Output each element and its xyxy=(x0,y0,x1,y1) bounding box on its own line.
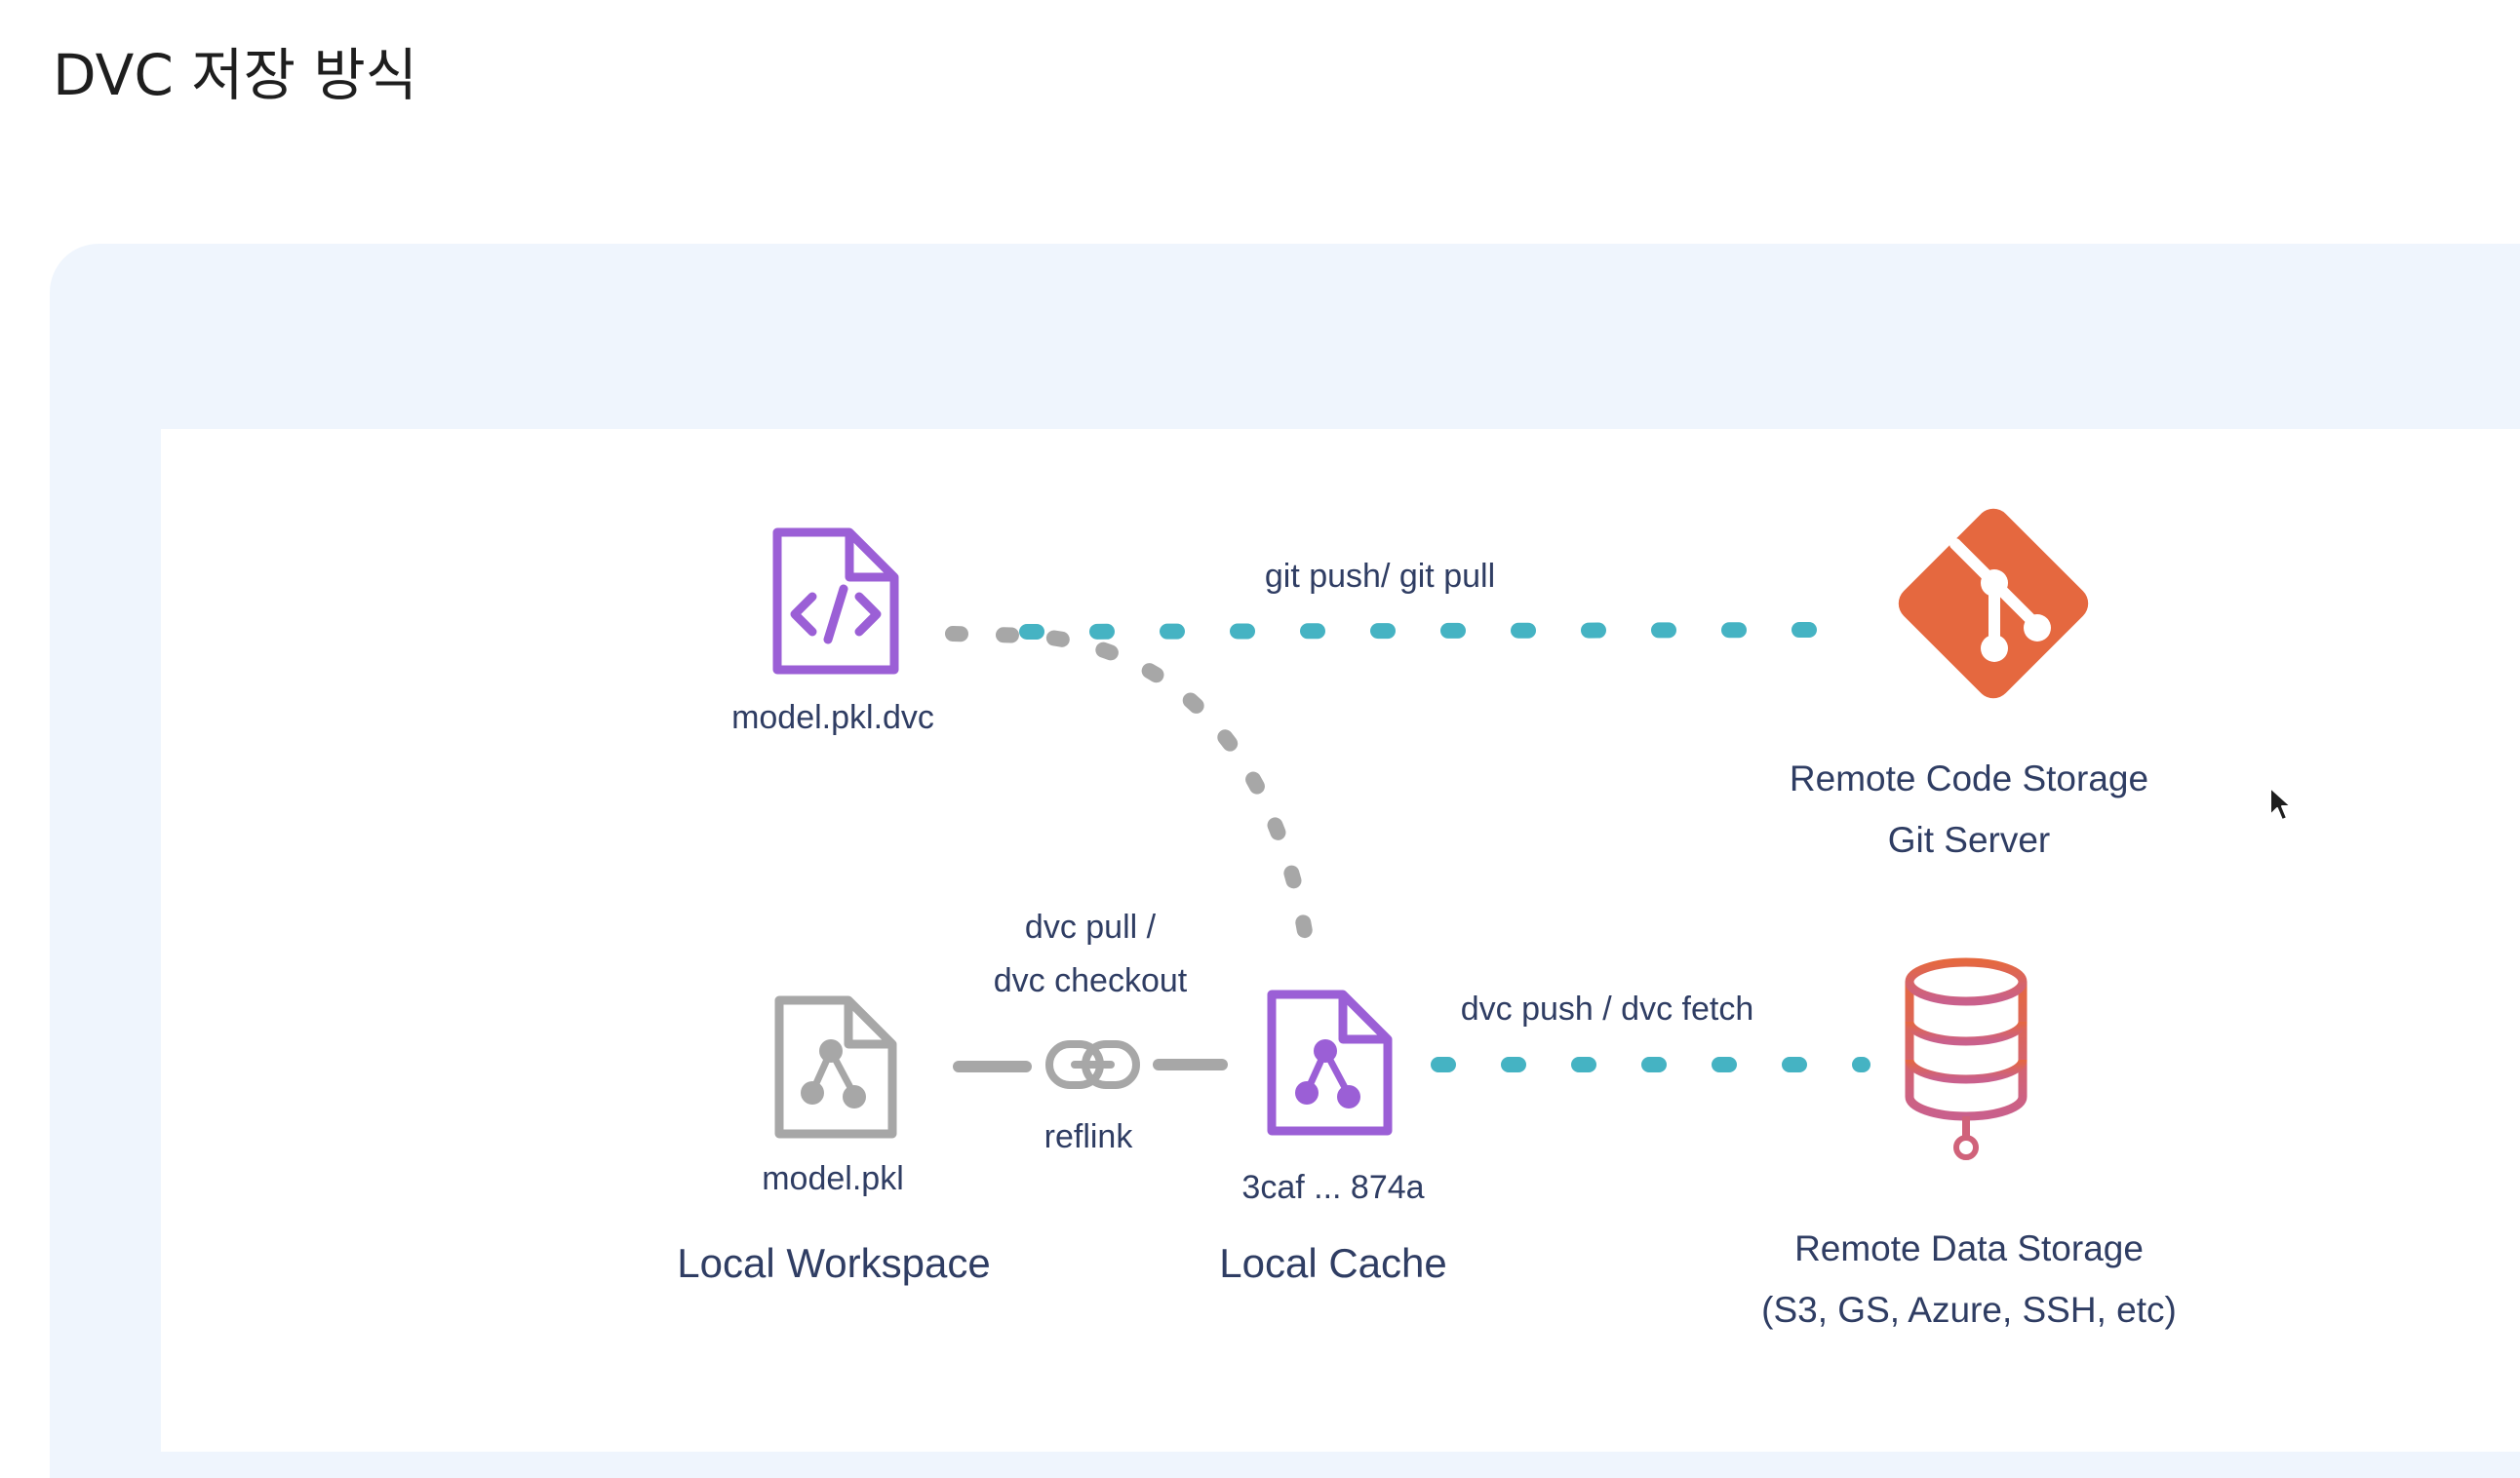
reflink-connector xyxy=(953,1059,1228,1072)
database-icon xyxy=(1866,957,2067,1160)
cache-data-file-icon xyxy=(1267,990,1393,1136)
workspace-title: Local Workspace xyxy=(677,1240,990,1286)
git-connector xyxy=(1019,622,1822,640)
git-server-title: Remote Code Storage xyxy=(1790,758,2148,798)
data-storage-title: Remote Data Storage xyxy=(1794,1228,2144,1268)
reflink-label-bottom: reflink xyxy=(1044,1118,1134,1155)
reflink-label-line2: dvc checkout xyxy=(994,962,1188,999)
workspace-data-file-icon xyxy=(774,995,897,1139)
mouse-cursor-icon xyxy=(2269,787,2292,821)
dvc-file-label: model.pkl.dvc xyxy=(731,699,934,736)
reflink-label-line1: dvc pull / xyxy=(1025,909,1157,946)
git-server-subtitle: Git Server xyxy=(1888,820,2051,860)
data-connector-label: dvc push / dvc fetch xyxy=(1461,991,1754,1028)
dvc-storage-diagram: git push/ git pull model.pkl.dvc Rem xyxy=(161,429,2520,1452)
git-logo-icon xyxy=(1898,508,2089,699)
chain-link-icon xyxy=(1045,1040,1140,1089)
code-file-icon xyxy=(772,527,899,675)
cache-title: Local Cache xyxy=(1219,1240,1446,1286)
cache-file-label: 3caf ... 874a xyxy=(1241,1169,1424,1206)
git-connector-label: git push/ git pull xyxy=(1265,558,1495,595)
dvc-to-cache-connector xyxy=(945,626,1316,958)
data-storage-subtitle: (S3, GS, Azure, SSH, etc) xyxy=(1761,1290,2177,1330)
page-title: DVC 저장 방식 xyxy=(53,42,418,108)
workspace-file-label: model.pkl xyxy=(762,1160,904,1197)
